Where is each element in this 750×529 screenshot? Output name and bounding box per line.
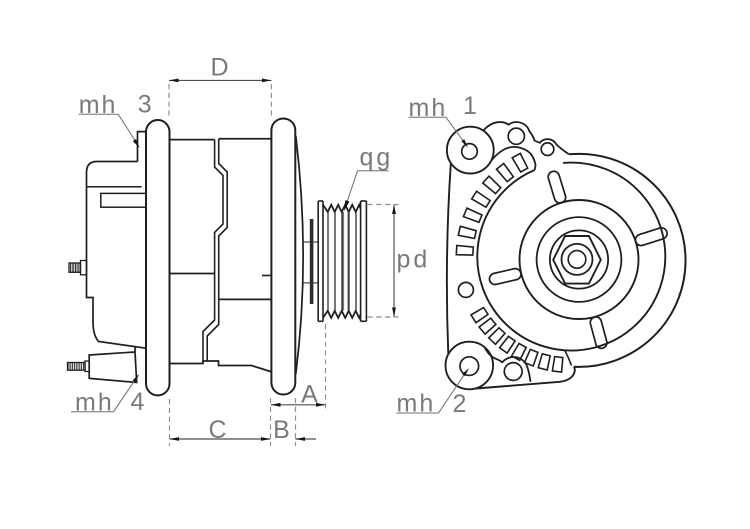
- svg-text:3: 3: [138, 91, 152, 119]
- svg-text:C: C: [208, 416, 226, 444]
- svg-text:A: A: [301, 381, 318, 409]
- svg-text:B: B: [273, 416, 290, 444]
- svg-text:4: 4: [131, 388, 145, 416]
- svg-text:qg: qg: [360, 143, 394, 171]
- svg-text:2: 2: [453, 390, 467, 418]
- svg-text:pd: pd: [397, 246, 431, 274]
- svg-text:1: 1: [463, 92, 477, 120]
- svg-text:D: D: [210, 54, 228, 82]
